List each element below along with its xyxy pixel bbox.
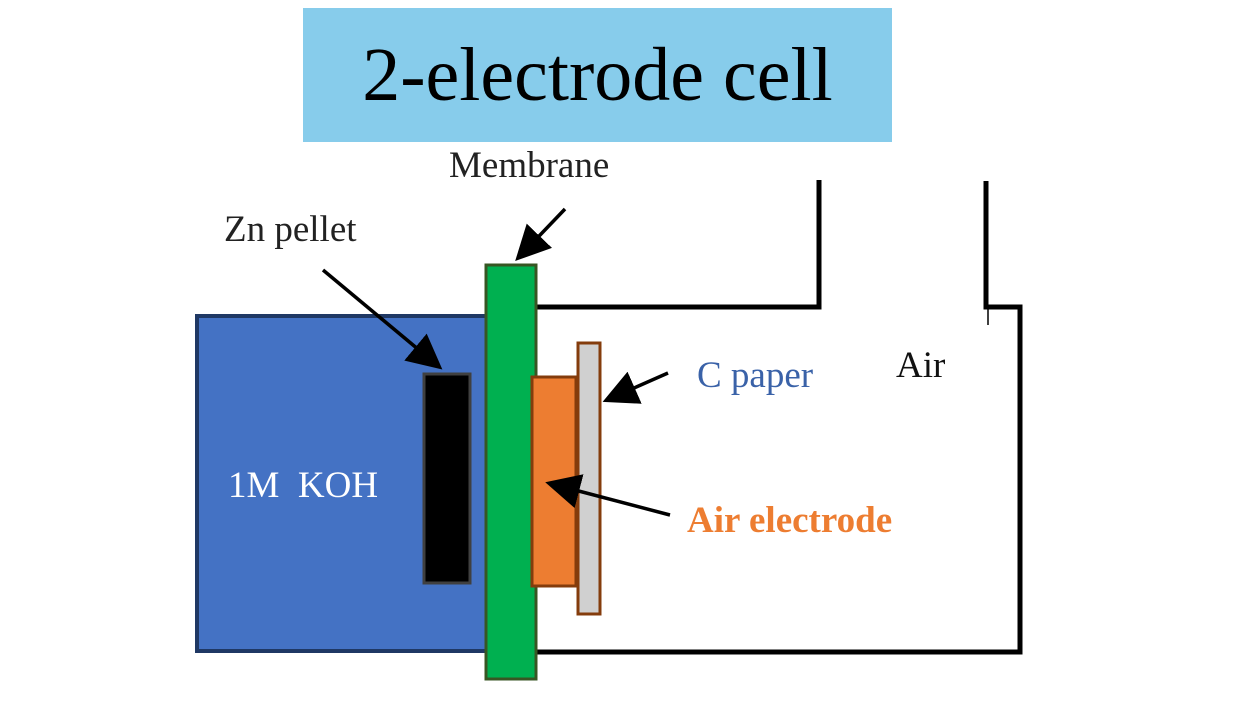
zn-pellet-arrow: [321, 268, 443, 370]
membrane-label: Membrane: [449, 145, 610, 186]
carbon-paper: [576, 341, 602, 616]
air-label: Air: [896, 345, 946, 386]
electrolyte-label: 1M KOH: [228, 465, 379, 506]
membrane: [484, 263, 538, 681]
zn-pellet-label: Zn pellet: [224, 209, 357, 250]
c-paper-label: C paper: [697, 355, 814, 396]
title-banner: 2-electrode cell: [303, 8, 892, 142]
air-electrode-label: Air electrode: [687, 500, 893, 541]
zn-pellet: [422, 372, 472, 585]
membrane-arrow: [515, 207, 567, 262]
air-electrode-arrow: [545, 474, 671, 517]
diagram-title: 2-electrode cell: [362, 33, 833, 117]
air-chamber-outline: [537, 180, 1023, 655]
air-electrode: [530, 375, 578, 588]
c-paper-arrow: [602, 371, 669, 404]
